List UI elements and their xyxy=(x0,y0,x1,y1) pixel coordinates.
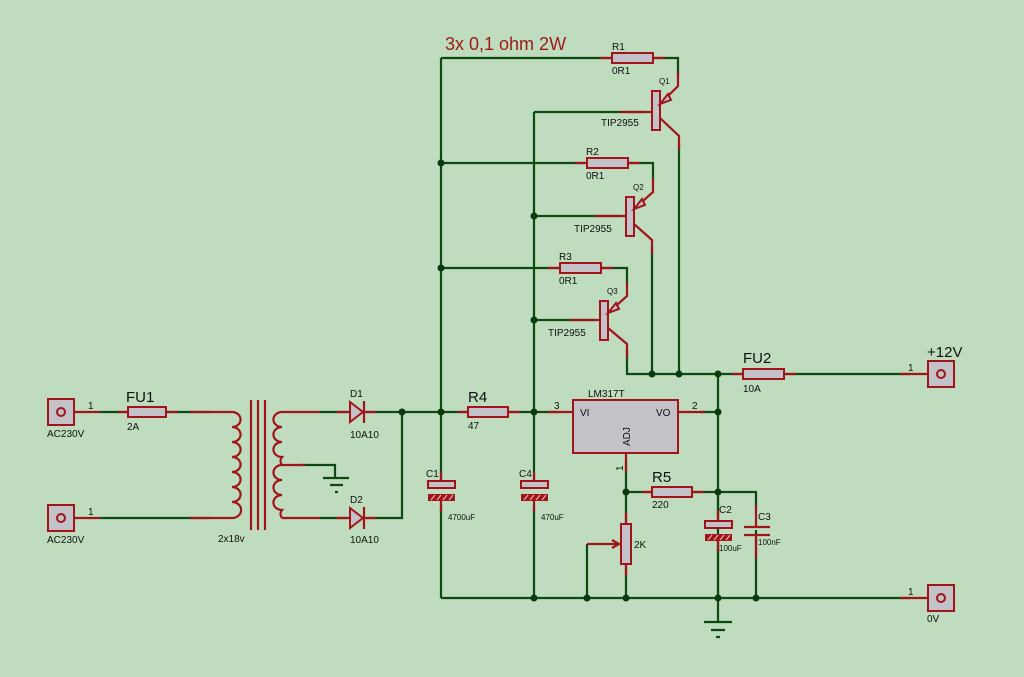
junction-dot xyxy=(530,594,538,602)
diode-ref: D2 xyxy=(350,495,363,506)
terminal-label: AC230V xyxy=(47,429,85,440)
junction-dot xyxy=(714,488,722,496)
transformer-value: 2x18v xyxy=(218,534,245,545)
resistor-r5[interactable]: R5 220 xyxy=(642,469,704,511)
capacitor-value: 4700uF xyxy=(448,513,475,522)
capacitor-c3[interactable]: C3 100nF xyxy=(744,505,781,558)
capacitor-ref: C2 xyxy=(719,505,732,516)
resistor-r3[interactable]: R3 0R1 xyxy=(548,252,613,287)
terminal-label: AC230V xyxy=(47,535,85,546)
capacitor-value: 100nF xyxy=(758,538,781,547)
transistor-q3[interactable]: Q3 TIP2955 xyxy=(548,282,629,358)
transistor-value: TIP2955 xyxy=(574,224,612,235)
terminal-ac-top[interactable]: 1 AC230V xyxy=(47,398,100,440)
diode-d1[interactable]: D1 10A10 xyxy=(336,389,379,441)
resistor-value: 0R1 xyxy=(559,276,578,287)
fuse-ref: FU1 xyxy=(126,389,154,406)
terminal-ac-bottom[interactable]: 1 AC230V xyxy=(47,504,100,546)
junction-dot xyxy=(622,488,630,496)
capacitor-value: 100uF xyxy=(719,544,742,553)
pin-number: 1 xyxy=(908,363,914,374)
junction-dot xyxy=(675,370,683,378)
fuse-fu2[interactable]: FU2 10A xyxy=(732,350,796,395)
transistor-ref: Q3 xyxy=(607,287,618,296)
junction-dot xyxy=(648,370,656,378)
terminal-plus-12v[interactable]: 1 +12V xyxy=(900,344,962,388)
resistor-value: 220 xyxy=(652,500,669,511)
pin-out-number: 2 xyxy=(692,401,698,412)
resistor-ref: R3 xyxy=(559,252,572,263)
pin-vi-label: VI xyxy=(580,408,589,419)
terminal-0v[interactable]: 1 0V xyxy=(900,584,955,625)
resistor-r1[interactable]: R1 0R1 xyxy=(600,42,665,77)
resistor-r4[interactable]: R4 47 xyxy=(458,389,520,432)
junction-dot xyxy=(752,594,760,602)
junction-dot xyxy=(622,594,630,602)
junction-dot xyxy=(437,159,445,167)
diode-ref: D1 xyxy=(350,389,363,400)
junction-dot xyxy=(583,594,591,602)
capacitor-c2[interactable]: C2 100uF xyxy=(704,505,742,553)
pin-number: 1 xyxy=(88,507,94,518)
fuse-value: 2A xyxy=(127,422,140,433)
resistor-value: 0R1 xyxy=(586,171,605,182)
resistor-ref: R2 xyxy=(586,147,599,158)
transistor-ref: Q1 xyxy=(659,77,670,86)
resistor-r2[interactable]: R2 0R1 xyxy=(575,147,640,182)
capacitor-ref: C3 xyxy=(758,512,771,523)
junction-dot xyxy=(530,316,538,324)
junction-dot xyxy=(530,408,538,416)
capacitor-ref: C4 xyxy=(519,469,532,480)
pin-vo-label: VO xyxy=(656,408,671,419)
junction-dot xyxy=(714,594,722,602)
pin-in-number: 3 xyxy=(554,401,560,412)
junction-dot xyxy=(398,408,406,416)
transformer[interactable]: 2x18v xyxy=(190,400,320,545)
fuse-value: 10A xyxy=(743,384,761,395)
resistor-ref: R4 xyxy=(468,389,487,406)
capacitor-c4[interactable]: C4 470uF xyxy=(519,469,564,522)
terminal-label: 0V xyxy=(927,614,940,625)
resistor-ref: R1 xyxy=(612,42,625,53)
capacitor-ref: C1 xyxy=(426,469,439,480)
capacitor-c1[interactable]: C1 4700uF xyxy=(426,469,475,522)
regulator-ref: LM317T xyxy=(588,389,625,400)
potentiometer-2k[interactable]: 2K xyxy=(587,512,647,576)
junctions xyxy=(398,159,760,602)
diode-value: 10A10 xyxy=(350,535,379,546)
junction-dot xyxy=(714,408,722,416)
resistor-ref: R5 xyxy=(652,469,671,486)
resistor-value: 0R1 xyxy=(612,66,631,77)
diode-value: 10A10 xyxy=(350,430,379,441)
diode-d2[interactable]: D2 10A10 xyxy=(336,495,379,546)
ground-icon xyxy=(323,476,349,494)
ground-icon xyxy=(704,620,732,639)
junction-dot xyxy=(530,212,538,220)
pin-number: 1 xyxy=(88,401,94,412)
pin-adj-number: 1 xyxy=(615,465,626,471)
transistor-q2[interactable]: Q2 TIP2955 xyxy=(574,178,655,254)
capacitor-value: 470uF xyxy=(541,513,564,522)
pin-adj-label: ADJ xyxy=(622,427,633,446)
title-note: 3x 0,1 ohm 2W xyxy=(445,34,566,54)
resistor-value: 47 xyxy=(468,421,480,432)
fuse-fu1[interactable]: FU1 2A xyxy=(118,389,178,433)
transistor-q1[interactable]: Q1 TIP2955 xyxy=(601,72,681,150)
junction-dot xyxy=(714,370,722,378)
terminal-label: +12V xyxy=(927,344,962,361)
regulator-lm317t[interactable]: LM317T VI VO ADJ 3 2 1 xyxy=(548,389,705,472)
junction-dot xyxy=(437,264,445,272)
transistor-value: TIP2955 xyxy=(548,328,586,339)
transistor-ref: Q2 xyxy=(633,183,644,192)
transistor-value: TIP2955 xyxy=(601,118,639,129)
pin-number: 1 xyxy=(908,587,914,598)
junction-dot xyxy=(437,408,445,416)
fuse-ref: FU2 xyxy=(743,350,771,367)
pot-value: 2K xyxy=(634,540,647,551)
